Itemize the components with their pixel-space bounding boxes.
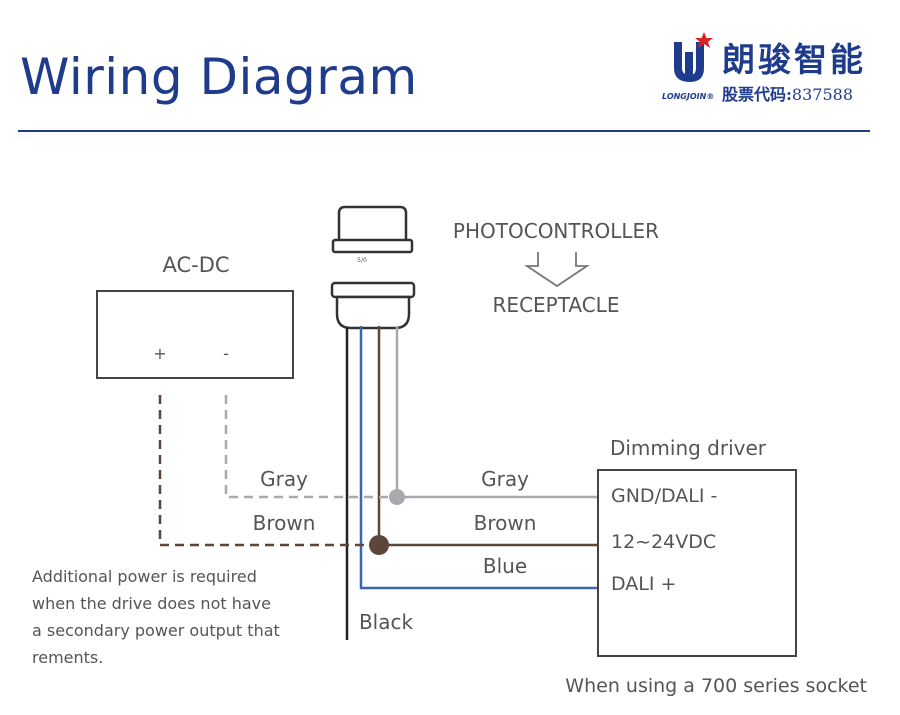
note-line: when the drive does not have: [32, 594, 271, 613]
stock-code-label: 股票代码:837588: [722, 81, 853, 105]
driver-title: Dimming driver: [610, 436, 767, 460]
note-line: a secondary power output that: [32, 621, 280, 640]
driver-terminal-12-24vdc: 12~24VDC: [611, 531, 716, 553]
photocontroller-icon: 5/0: [331, 205, 414, 264]
stock-code: 837588: [791, 85, 853, 104]
wire-label-gray-left: Gray: [260, 467, 308, 491]
wire-label-brown-left: Brown: [253, 511, 316, 535]
driver-box: [597, 469, 797, 657]
photocontroller-label: PHOTOCONTROLLER: [453, 219, 659, 243]
note-line: rements.: [32, 648, 103, 667]
acdc-minus-terminal: -: [223, 344, 229, 363]
receptacle-icon: [330, 281, 416, 330]
wire-label-brown-right: Brown: [474, 511, 537, 535]
brand-name-en: LONGJOIN®: [662, 92, 715, 101]
wire-label-gray-right: Gray: [481, 467, 529, 491]
footer-note: When using a 700 series socket: [565, 675, 867, 697]
title-divider: [18, 130, 870, 132]
gray-dashed-wire: [224, 395, 397, 499]
brand-name-cn: 朗骏智能: [722, 40, 866, 79]
acdc-label: AC-DC: [162, 253, 229, 277]
stock-label: 股票代码:: [722, 85, 792, 104]
acdc-plus-terminal: +: [153, 344, 166, 363]
down-arrow-icon: [524, 252, 590, 288]
wire-label-blue: Blue: [483, 554, 527, 578]
page-title: Wiring Diagram: [20, 48, 418, 106]
gray-junction: [389, 489, 405, 505]
note-line: Additional power is required: [32, 567, 257, 586]
driver-terminal-dali-plus: DALI +: [611, 573, 676, 595]
acdc-box: [96, 290, 294, 379]
driver-terminal-gnd-dali: GND/DALI -: [611, 485, 717, 507]
blue-wire: [359, 326, 598, 590]
longjoin-logo-icon: [674, 32, 713, 82]
receptacle-label: RECEPTACLE: [493, 293, 620, 317]
brown-dashed-wire: [158, 395, 379, 547]
photocontroller-mark: 5/0: [357, 257, 367, 264]
brown-junction: [369, 535, 389, 555]
wire-label-black: Black: [359, 610, 414, 634]
